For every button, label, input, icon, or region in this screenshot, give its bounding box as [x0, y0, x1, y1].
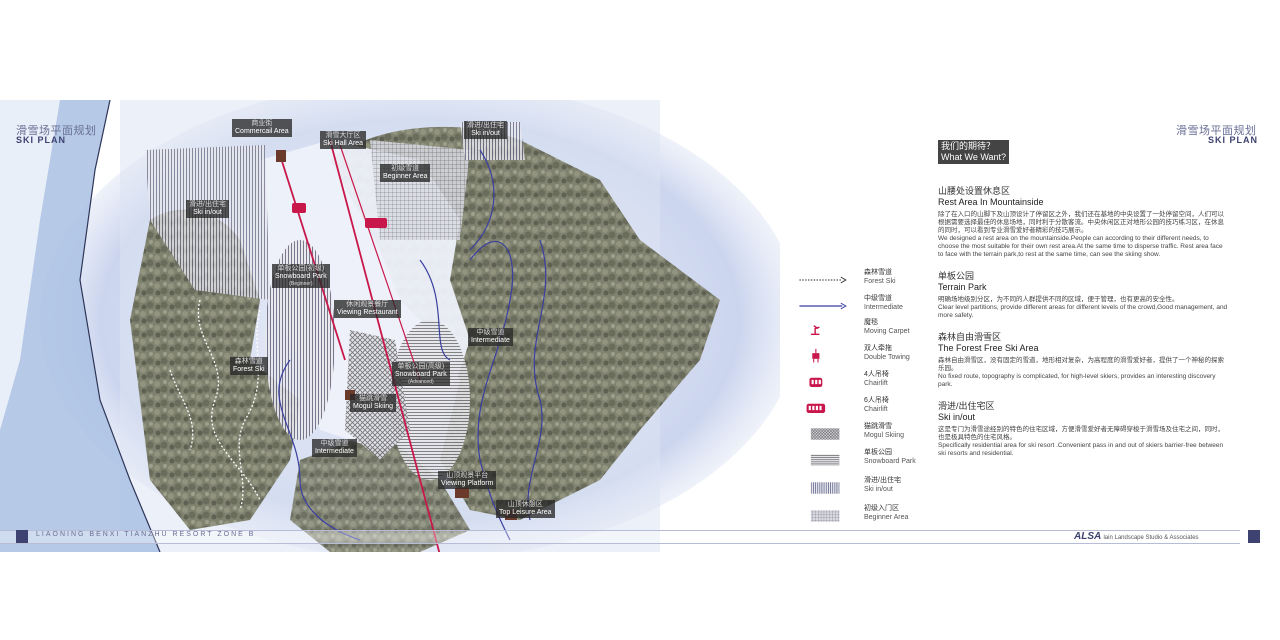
footer-mark-right	[1248, 530, 1260, 543]
snowboard-pattern-icon	[810, 454, 840, 466]
double-towing-icon	[812, 348, 820, 363]
chairlift-line-2	[329, 139, 441, 552]
footer-bar	[0, 530, 1240, 544]
dotted-arrow-icon	[799, 276, 847, 284]
chairlift-line-3	[339, 144, 421, 381]
section-ski-inout: 滑进/出住宅区 Ski in/out 这是专门为滑雪途经别的特色的住宅区域，方便…	[938, 401, 1224, 457]
chairlift-6-icon	[806, 403, 826, 413]
label-snowboard-park-advanced: 单板公园(高级)Snowboard Park(Advanced)	[392, 362, 450, 386]
page-title-cn: 滑雪场平面规划	[16, 125, 97, 137]
section-rest-area: 山腰处设置休息区 Rest Area In Mountainside 除了在入口…	[938, 186, 1224, 258]
chairlift-6-icon	[365, 218, 387, 228]
question-box: 我们的期待？ What We Want?	[938, 140, 1010, 164]
moving-carpet-icon	[810, 325, 820, 335]
description-panel: 我们的期待？ What We Want? 山腰处设置休息区 Rest Area …	[938, 140, 1228, 458]
page-title-cn-right: 滑雪场平面规划	[1176, 125, 1257, 137]
forest-west	[130, 209, 300, 530]
mogul-pattern-icon	[810, 428, 840, 440]
project-name: LIAONING BENXI TIANZHU RESORT ZONE B	[36, 531, 256, 538]
section-terrain-park: 单板公园 Terrain Park 明确场地级别分区，为不同的人群提供不同的区域…	[938, 271, 1228, 319]
beginner-pattern-icon	[810, 510, 840, 522]
map-drawing	[0, 100, 780, 552]
chairlift-4-icon	[292, 203, 306, 213]
forest-south	[290, 430, 470, 552]
chairlift-4-icon	[809, 377, 823, 387]
page-title-en-right: SKI PLAN	[1208, 135, 1259, 145]
page-title-en: SKI PLAN	[16, 135, 67, 145]
label-snowboard-park-beginner: 单板公园(初级)Snowboard Park(Beginner)	[272, 264, 330, 288]
snowboard-park-beginner-zone	[265, 240, 335, 440]
ski-inout-west-zone	[145, 145, 270, 300]
chairlift-line-1	[279, 154, 346, 361]
ski-inout-pattern-icon	[810, 482, 840, 494]
intermediate-routes	[278, 149, 547, 541]
ski-plan-map	[0, 100, 780, 552]
studio-name: lain Landscape Studio & Associates	[1103, 535, 1199, 541]
studio-brand: ALSA lain Landscape Studio & Associates	[1074, 531, 1199, 542]
building-platform	[455, 488, 469, 498]
blue-arrow-icon	[799, 302, 847, 310]
building-hall	[276, 150, 286, 162]
footer-mark-left	[16, 530, 28, 543]
section-forest-free-ski: 森林自由滑雪区 The Forest Free Ski Area 森林自由滑雪区…	[938, 332, 1224, 388]
forest-ski-routes	[169, 299, 261, 511]
brand-logo: ALSA	[1074, 531, 1102, 542]
